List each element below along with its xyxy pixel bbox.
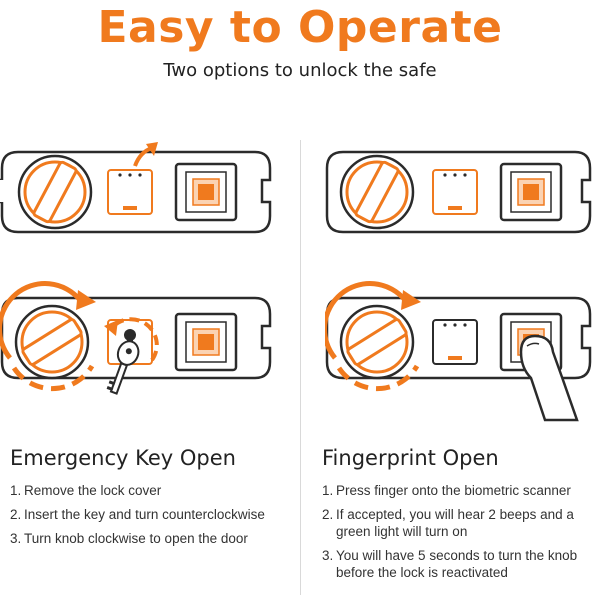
list-item: 1.Press finger onto the biometric scanne… [322, 483, 571, 498]
knob-icon [14, 304, 90, 380]
emergency-key-steps: 1.Remove the lock cover 2.Insert the key… [10, 482, 295, 554]
lock-panel-cover-removed-illustration [0, 142, 272, 234]
lock-cover-icon [432, 169, 478, 215]
list-item: 1.Remove the lock cover [10, 483, 162, 498]
finger-icon [519, 334, 579, 422]
counterclockwise-arrow-icon [108, 317, 159, 362]
lock-cover-icon [107, 169, 153, 215]
emergency-key-heading: Emergency Key Open [10, 446, 236, 470]
knob-icon [339, 154, 415, 230]
knob-icon [17, 154, 93, 230]
list-item: 2.If accepted, you will hear 2 beeps and… [322, 507, 574, 539]
lock-cover-icon [432, 319, 478, 365]
column-divider [300, 140, 301, 595]
page-subtitle: Two options to unlock the safe [163, 60, 437, 81]
fingerprint-heading: Fingerprint Open [322, 446, 499, 470]
lock-panel-closed-illustration [325, 150, 592, 234]
emergency-key-illustration [0, 281, 272, 395]
fingerprint-scanner-icon [174, 312, 238, 372]
list-item: 3.You will have 5 seconds to turn the kn… [322, 548, 578, 580]
fingerprint-open-illustration [325, 281, 592, 422]
page-title: Easy to Operate [97, 2, 503, 53]
fingerprint-scanner-icon [499, 162, 563, 222]
key-icon [106, 340, 140, 395]
clockwise-arrow-icon [325, 281, 407, 360]
fingerprint-steps: 1.Press finger onto the biometric scanne… [322, 482, 596, 588]
list-item: 3.Turn knob clockwise to open the door [10, 531, 248, 546]
list-item: 2.Insert the key and turn counterclockwi… [10, 507, 265, 522]
fingerprint-scanner-icon [174, 162, 238, 222]
clockwise-arrow-icon [0, 281, 82, 360]
knob-icon [339, 304, 415, 380]
